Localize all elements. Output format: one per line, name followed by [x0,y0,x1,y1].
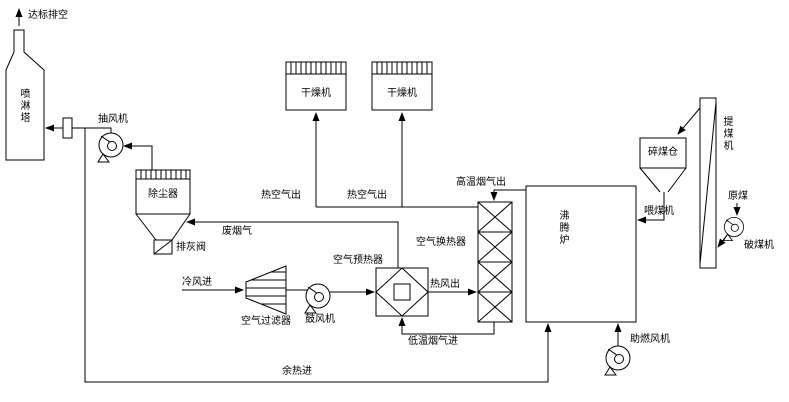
cold-air-in-label: 冷风进 [182,277,212,288]
exhaust-fan-label: 抽风机 [98,114,128,125]
fan-to-tower-duct [45,124,112,133]
dryer1-label: 干燥机 [301,88,331,99]
combustion-fan-label: 助燃风机 [630,334,670,345]
heat-exchanger-dividers [478,231,512,293]
high-temp-flue-line [490,189,526,201]
blower-label: 鼓风机 [305,314,335,325]
air-filter-shape [245,265,287,315]
dust-collector-shape [135,169,191,215]
dust-collector-funnel [135,213,191,241]
spray-tower-shape [5,29,45,161]
elevator-to-bunker-chute [677,107,701,135]
air-filter-label: 空气过滤器 [241,316,291,327]
dryer2-hatch [372,62,432,75]
waste-heat-line [84,128,552,383]
hot-air-out1-label: 热空气出 [261,190,301,201]
coal-elevator-label: 提煤机 [721,116,732,152]
dryer1-hatch [286,62,346,75]
coal-elevator-shape [699,97,717,269]
dust-collector-label: 除尘器 [148,189,178,200]
high-temp-flue-out-label: 高温烟气出 [456,177,506,188]
furnace-shape [525,185,637,323]
ash-valve-diagonal [153,239,173,255]
combustion-fan-symbol [604,345,631,376]
collector-to-fan-duct [123,142,153,170]
coal-crusher-symbol [723,216,744,242]
coal-bunker-label: 碎煤仓 [648,147,678,158]
spray-tower-label: 喷淋塔 [18,88,29,124]
waste-heat-in-label: 余热进 [282,366,312,377]
hot-air-out2-label: 热空气出 [347,190,387,201]
dust-collector-hatch [136,170,190,180]
coal-crusher-label: 破煤机 [744,240,774,251]
air-filter-lines [246,271,286,305]
dryer2-label: 干燥机 [387,88,417,99]
stack-out-label: 达标排空 [28,10,68,21]
ash-valve-label: 排灰阀 [176,242,206,253]
low-temp-flue-line [398,317,495,335]
hot-wind-out-label: 热风出 [430,279,460,290]
inline-valve-symbol [62,117,73,139]
coal-feeder-line [637,192,665,224]
furnace-label: 沸腾炉 [557,210,568,246]
blower-fan-symbol [304,283,331,314]
coal-bunker-shape [639,137,687,169]
air-preheater-diamond [375,267,429,317]
air-preheater-core [393,283,411,301]
low-temp-flue-in-label: 低温烟气进 [408,336,458,347]
raw-coal-label: 原煤 [728,191,748,202]
air-preheater-label: 空气预热器 [333,255,383,266]
air-preheater-shape [375,267,429,317]
coal-feeder-label: 喂煤机 [644,206,674,217]
air-heat-exchanger-label: 空气换热器 [416,237,466,248]
coal-bunker-funnel [639,167,687,193]
exhaust-fan-symbol [97,132,124,163]
coal-elevator-belt [699,101,717,265]
heat-exchanger-cross-pattern [477,201,513,323]
waste-flue-gas-line [186,218,399,268]
waste-flue-gas-label: 废烟气 [222,226,252,237]
